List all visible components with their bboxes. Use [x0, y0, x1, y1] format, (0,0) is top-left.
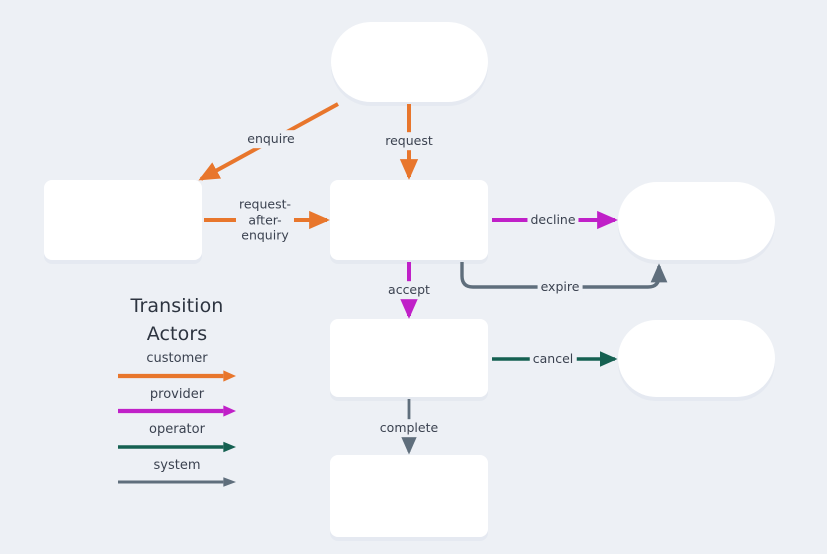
state-node-requested[interactable]: [330, 180, 488, 260]
edge-label-accept: accept: [385, 281, 433, 299]
legend-transition-actors: Transition Actors customer provider oper…: [118, 293, 236, 490]
legend-item-provider: provider: [118, 386, 236, 420]
edge-label-cancel: cancel: [529, 350, 577, 368]
edge-label-expire: expire: [537, 278, 583, 296]
legend-item-operator: operator: [118, 421, 236, 455]
legend-label-system: system: [153, 457, 201, 473]
state-node-cancelled[interactable]: [618, 320, 775, 397]
state-node-enquiry[interactable]: [44, 180, 202, 260]
state-node-accepted[interactable]: [330, 319, 488, 397]
legend-arrow-provider-icon: [118, 405, 236, 417]
legend-label-customer: customer: [146, 351, 208, 367]
legend-item-customer: customer: [118, 350, 236, 384]
legend-title-line2: Actors: [146, 322, 208, 345]
edge-label-request: request: [382, 132, 436, 150]
legend-title-line1: Transition: [130, 295, 224, 317]
legend-arrow-customer-icon: [118, 370, 236, 382]
edge-label-enquire: enquire: [244, 130, 298, 148]
edge-label-request-after-enquiry: request- after- enquiry: [235, 195, 295, 245]
legend-arrow-operator-icon: [118, 441, 236, 452]
state-node-completed[interactable]: [330, 455, 488, 537]
legend-item-system: system: [118, 457, 236, 491]
state-node-start[interactable]: [331, 22, 488, 102]
legend-label-provider: provider: [149, 386, 205, 402]
edge-label-decline: decline: [527, 211, 579, 229]
legend-arrow-system-icon: [118, 477, 236, 488]
edge-label-complete: complete: [376, 419, 442, 437]
state-node-declined[interactable]: [618, 182, 775, 260]
legend-label-operator: operator: [149, 422, 205, 438]
